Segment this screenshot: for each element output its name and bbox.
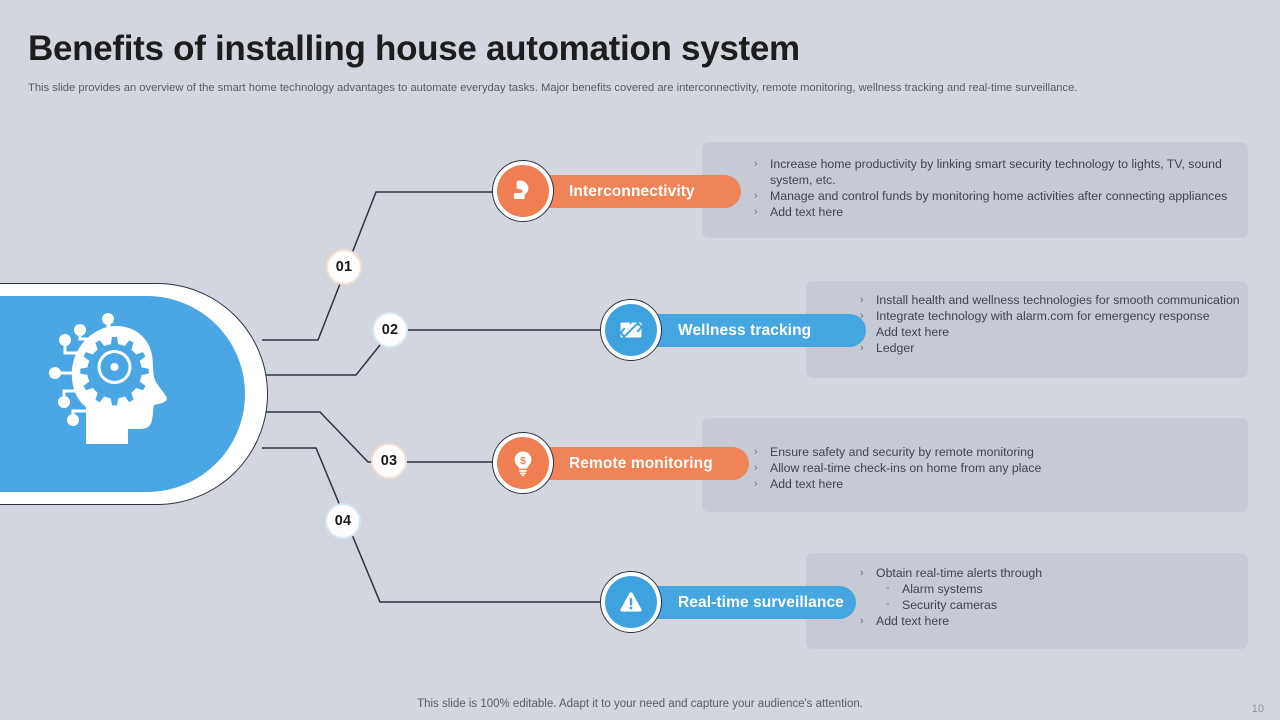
bullet-text: Install health and wellness technologies… [876, 293, 1240, 307]
branch-number-badge-4: 04 [325, 503, 361, 539]
bullet-text: Ensure safety and security by remote mon… [770, 445, 1034, 459]
bullet-text: Increase home productivity by linking sm… [770, 157, 1222, 187]
bullet-text: Security cameras [902, 598, 997, 612]
bullet-item: ◦ Alarm systems [860, 581, 1240, 597]
branch-icon-disc-3: $ [497, 437, 549, 489]
bullet-marker: ◦ [886, 599, 890, 610]
bullet-marker: ◦ [886, 583, 890, 594]
branch-label-pill-1[interactable]: Interconnectivity [519, 175, 741, 208]
branch-label-3: Remote monitoring [569, 454, 713, 472]
branch-label-1: Interconnectivity [569, 182, 695, 200]
bullet-text: Add text here [770, 205, 844, 219]
bullet-item: › Integrate technology with alarm.com for… [860, 308, 1240, 324]
branch-number-2: 02 [381, 322, 399, 338]
bullet-marker: › [754, 158, 758, 170]
bullet-item: › Install health and wellness technologie… [860, 292, 1240, 308]
branch-number-4: 04 [334, 513, 352, 529]
bullet-marker: › [860, 567, 864, 579]
bullet-marker: › [860, 310, 864, 322]
page-title: Benefits of installing house automation … [28, 29, 800, 68]
bullet-item: ›Add text here [860, 324, 1240, 340]
bullet-item: › Add text here [754, 204, 1230, 220]
page-number: 10 [1251, 703, 1264, 715]
bullet-item: › Add text here [860, 613, 1240, 629]
content-card-1: › Increase home productivity by linking s… [702, 142, 1248, 238]
lightbulb-dollar-icon: $ [514, 451, 532, 477]
footer-note: This slide is 100% editable. Adapt it to… [417, 698, 863, 710]
bullet-text: Add text here [876, 325, 950, 339]
branch-label-2: Wellness tracking [678, 321, 812, 339]
content-card-2: › Install health and wellness technologie… [806, 281, 1248, 378]
bullet-list-3: › Ensure safety and security by remote mo… [702, 418, 1248, 492]
bullet-list-4: › Obtain real-time alerts through ◦ Alarm s… [806, 553, 1248, 629]
branch-icon-circle-2[interactable] [600, 299, 662, 361]
content-card-3: › Ensure safety and security by remote mo… [702, 418, 1248, 512]
branch-number-1: 01 [335, 259, 353, 275]
bullet-marker: › [754, 206, 758, 218]
bullet-item: ◦ Security cameras [860, 597, 1240, 613]
bullet-text: Integrate technology with alarm.com for … [876, 309, 1210, 323]
bullet-text: Add text here [770, 477, 844, 491]
branch-number-badge-2: 02 [372, 312, 408, 348]
bullet-item: › Increase home productivity by linking s… [754, 156, 1230, 188]
bullet-list-1: › Increase home productivity by linking s… [702, 142, 1248, 220]
branch-number-badge-1: 01 [326, 249, 362, 285]
content-card-4: › Obtain real-time alerts through ◦ Alarm s… [806, 553, 1248, 649]
branch-label-4: Real-time surveillance [678, 593, 844, 611]
bullet-item: › Obtain real-time alerts through [860, 565, 1240, 581]
branch-label-pill-2[interactable]: Wellness tracking [628, 314, 866, 347]
bullet-item: › Manage and control funds by monitoring … [754, 188, 1230, 204]
bullet-marker: › [860, 615, 864, 627]
branch-icon-disc-2 [605, 304, 657, 356]
bullet-text: Obtain real-time alerts through [876, 566, 1043, 580]
brain-circuit-head-icon [49, 313, 167, 444]
flexed-bicep-icon [513, 180, 529, 199]
bullet-text: Ledger [876, 341, 915, 355]
branch-icon-disc-1 [497, 165, 549, 217]
bullet-marker: › [860, 294, 864, 306]
bullet-marker: › [860, 342, 864, 354]
bullet-text: Manage and control funds by monitoring h… [770, 189, 1228, 203]
bullet-item: › Ledger [860, 340, 1240, 356]
branch-number-badge-3: 03 [371, 443, 407, 479]
bullet-marker: › [754, 478, 758, 490]
bullet-marker: › [754, 462, 758, 474]
bullet-marker: › [754, 190, 758, 202]
bullet-item: › Ensure safety and security by remote mo… [754, 444, 1230, 460]
central-brain-node [0, 283, 268, 505]
branch-icon-circle-3[interactable]: $ [492, 432, 554, 494]
branch-number-3: 03 [380, 453, 398, 469]
bullet-text: Allow real-time check-ins on home from a… [770, 461, 1042, 475]
bullet-text: Alarm systems [902, 582, 983, 596]
branch-icon-disc-4 [605, 576, 657, 628]
bullet-text: Add text here [876, 614, 950, 628]
bullet-item: › Add text here [754, 476, 1230, 492]
branch-icon-circle-4[interactable] [600, 571, 662, 633]
monitor-link-icon [620, 319, 642, 338]
bullet-list-2: › Install health and wellness technologie… [806, 281, 1248, 356]
page-subtitle: This slide provides an overview of the s… [28, 82, 1078, 94]
branch-icon-circle-1[interactable] [492, 160, 554, 222]
bullet-marker: › [754, 446, 758, 458]
warning-triangle-icon [620, 592, 642, 612]
branch-label-pill-4[interactable]: Real-time surveillance [628, 586, 856, 619]
svg-text:$: $ [520, 455, 526, 467]
bullet-item: › Allow real-time check-ins on home from … [754, 460, 1230, 476]
